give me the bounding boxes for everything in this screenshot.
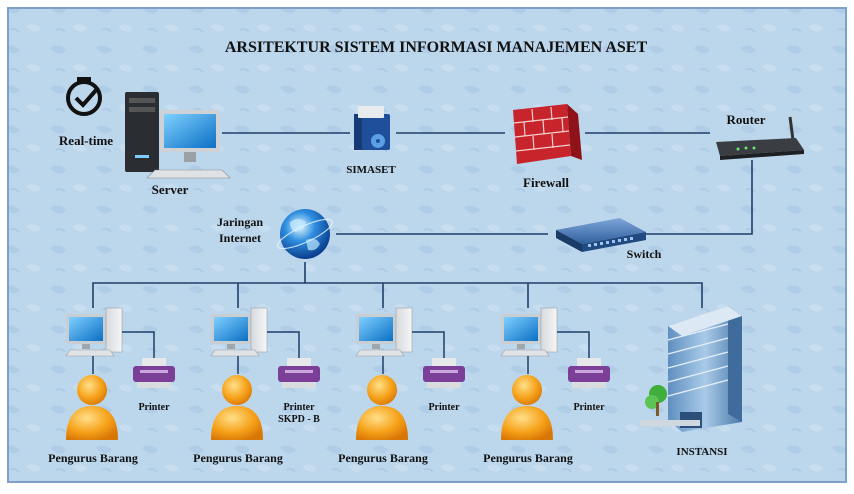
realtime-label: Real-time bbox=[59, 133, 113, 148]
printer-sublabel: SKPD - B bbox=[278, 414, 320, 425]
firewall-label: Firewall bbox=[523, 175, 569, 190]
computer-icon bbox=[500, 307, 558, 357]
user-icon bbox=[501, 375, 553, 440]
user-label: Pengurus Barang bbox=[483, 451, 573, 465]
workstation-3: Printer Pengurus Barang bbox=[338, 307, 465, 465]
printer-label: Printer bbox=[283, 402, 315, 413]
workstation-1: Printer Pengurus Barang bbox=[48, 307, 175, 465]
user-label: Pengurus Barang bbox=[338, 451, 428, 465]
printer-icon bbox=[423, 358, 465, 388]
simaset-label: SIMASET bbox=[346, 164, 396, 176]
user-label: Pengurus Barang bbox=[48, 451, 138, 465]
printer-label: Printer bbox=[138, 402, 170, 413]
computer-icon bbox=[355, 307, 413, 357]
internet-label-line1: Jaringan bbox=[217, 215, 263, 229]
computer-icon bbox=[210, 307, 268, 357]
building-icon bbox=[640, 306, 742, 432]
switch-icon bbox=[556, 218, 646, 252]
realtime-icon bbox=[66, 77, 102, 116]
firewall-icon bbox=[513, 104, 582, 164]
user-icon bbox=[66, 375, 118, 440]
server-label: Server bbox=[152, 182, 189, 197]
user-label: Pengurus Barang bbox=[193, 451, 283, 465]
printer-icon bbox=[278, 358, 320, 388]
connection-lines bbox=[92, 132, 753, 308]
instansi-label: INSTANSI bbox=[676, 446, 727, 458]
router-switch-link bbox=[645, 160, 753, 235]
diagram-title: ARSITEKTUR SISTEM INFORMASI MANAJEMEN AS… bbox=[225, 39, 648, 56]
printer-label: Printer bbox=[573, 402, 605, 413]
printer-icon bbox=[568, 358, 610, 388]
user-icon bbox=[356, 375, 408, 440]
server-icon bbox=[125, 92, 231, 179]
printer-icon bbox=[133, 358, 175, 388]
lan-bus bbox=[92, 282, 703, 308]
computer-icon bbox=[65, 307, 123, 357]
workstation-4: Printer Pengurus Barang bbox=[483, 307, 610, 465]
router-label: Router bbox=[727, 112, 766, 127]
user-icon bbox=[211, 375, 263, 440]
switch-label: Switch bbox=[627, 247, 662, 261]
printer-label: Printer bbox=[428, 402, 460, 413]
router-icon bbox=[716, 116, 804, 160]
simaset-icon bbox=[354, 106, 390, 150]
workstation-2: Printer SKPD - B Pengurus Barang bbox=[193, 307, 320, 465]
internet-label-line2: Internet bbox=[219, 231, 261, 245]
globe-icon bbox=[277, 209, 333, 259]
